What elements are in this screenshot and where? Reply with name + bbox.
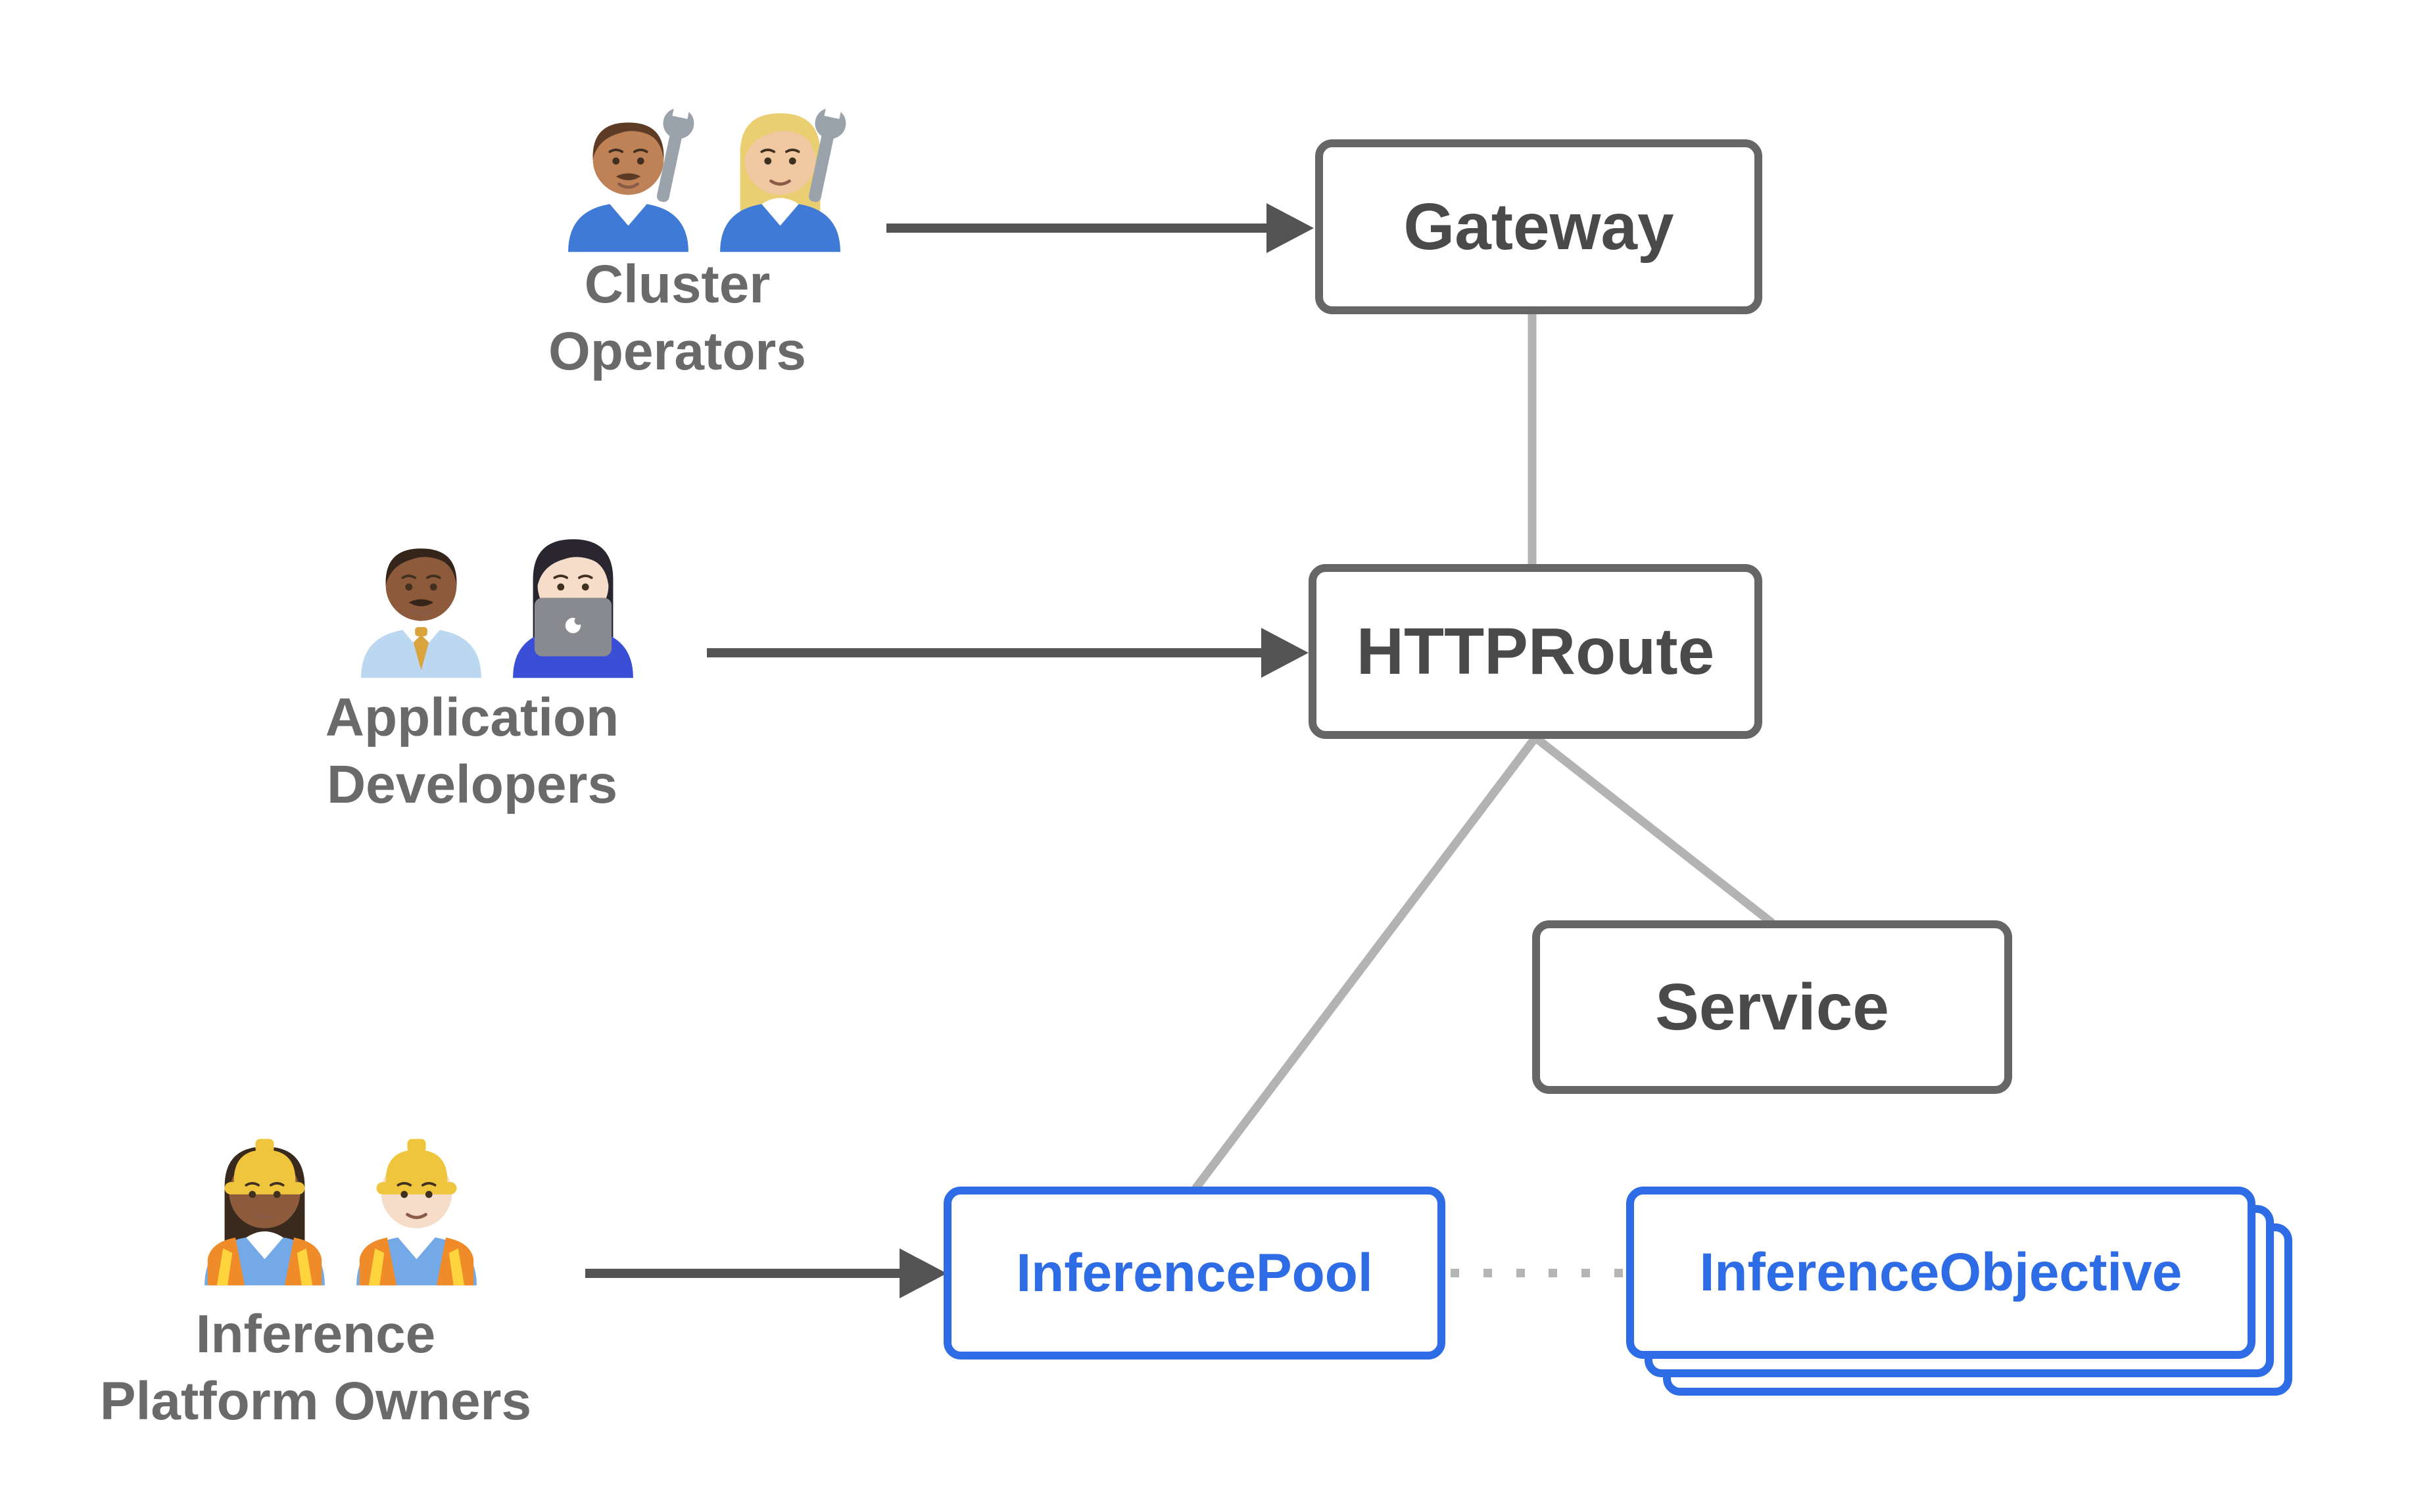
application-developers-emojis [347,518,647,684]
application-developers-arrowhead [1261,628,1309,678]
woman-construction-worker-emoji [191,1125,339,1291]
man-office-worker-emoji [347,518,495,684]
httproute-service-connector [1532,734,1775,927]
application-developers-arrow-line [707,648,1261,657]
woman-technologist-emoji [499,518,647,684]
cluster-operators-label-line2: Operators [548,321,806,381]
inferencepool-node-label: InferencePool [1016,1242,1373,1303]
woman-mechanic-emoji [706,92,854,258]
gateway-node: Gateway [1315,139,1762,314]
inferenceobjective-node-label: InferenceObjective [1699,1242,2182,1302]
inferencepool-node: InferencePool [944,1187,1445,1359]
cluster-operators-arrow-line [886,224,1266,233]
inference-platform-owners-emojis [191,1125,491,1291]
man-construction-worker-emoji [343,1125,491,1291]
cluster-operators-label: Cluster Operators [460,251,894,385]
service-node-label: Service [1655,970,1889,1044]
httproute-inferencepool-connector [1192,735,1539,1191]
application-developers-label-line2: Developers [326,755,618,815]
application-developers-label: Application Developers [255,684,689,818]
httproute-node: HTTPRoute [1309,564,1762,739]
inference-platform-owners-arrow-line [585,1269,900,1278]
inference-platform-owners-label: Inference Platform Owners [99,1301,533,1435]
application-developers-label-line1: Application [325,688,619,747]
inferenceobjective-stack: InferenceObjective [1626,1187,2292,1396]
inference-platform-owners-arrowhead [900,1248,947,1298]
man-mechanic-emoji [554,92,702,258]
httproute-node-label: HTTPRoute [1356,614,1715,688]
inference-platform-owners-label-line2: Platform Owners [99,1371,532,1431]
gateway-node-label: Gateway [1403,189,1674,264]
cluster-operators-label-line1: Cluster [584,254,771,314]
cluster-operators-emojis [554,92,854,258]
inferenceobjective-node: InferenceObjective [1626,1187,2255,1359]
cluster-operators-arrowhead [1266,203,1314,253]
inference-platform-owners-label-line1: Inference [195,1304,436,1364]
service-node: Service [1532,920,2012,1094]
inferencepool-inferenceobjective-dotted-connector [1451,1269,1623,1277]
